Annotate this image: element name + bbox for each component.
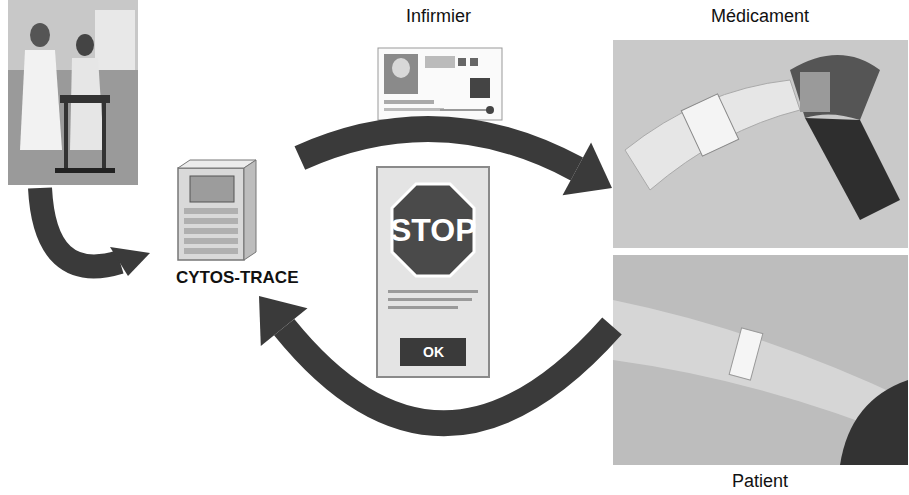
staff-photo [8, 0, 138, 185]
medication-node: Médicament [612, 2, 908, 250]
arrowhead [259, 296, 307, 346]
server-icon [178, 160, 256, 260]
arrowhead [563, 143, 612, 196]
node-label: CYTOS-TRACE [176, 268, 298, 288]
server-node: CYTOS-TRACE [130, 158, 345, 296]
button-label: OK [423, 344, 444, 360]
badge-card [378, 48, 502, 120]
nurse-badge-node: Infirmier [372, 2, 506, 126]
flow-arrow-body [300, 129, 577, 169]
medication-photo [613, 40, 908, 248]
node-label: Infirmier [406, 6, 471, 27]
patient-node: Patient [612, 254, 908, 494]
patient-photo [613, 255, 908, 465]
stop-alert-box: STOP OK [376, 166, 490, 378]
node-label: Patient [732, 471, 788, 492]
stop-sign-text: STOP [390, 212, 477, 249]
feed-arrow [40, 188, 150, 276]
node-label: Médicament [711, 6, 809, 27]
